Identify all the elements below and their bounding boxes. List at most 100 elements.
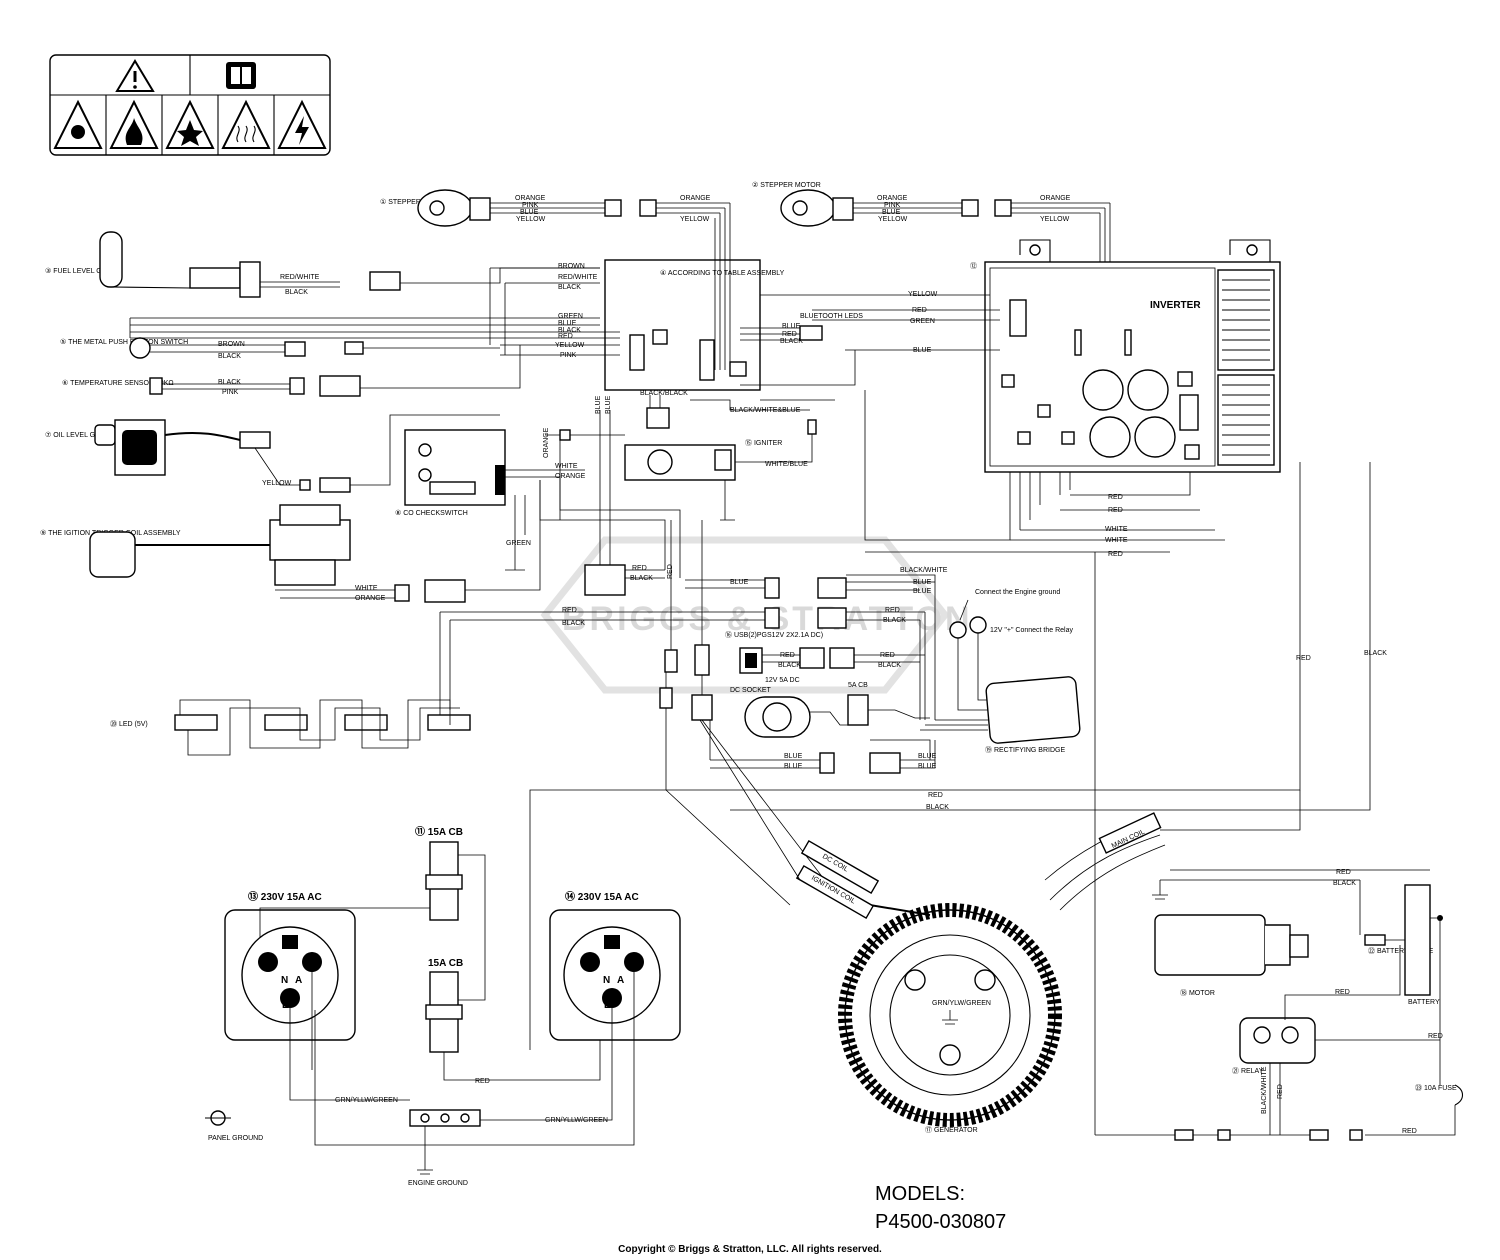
fuel-gauge-label: ③ FUEL LEVEL GAUGE xyxy=(45,267,122,275)
relay-label: ㉑ RELAY xyxy=(1232,1067,1264,1075)
wire-label: YELLOW xyxy=(680,216,710,223)
wire-label: RED xyxy=(632,565,647,572)
wire-label: RED/WHITE xyxy=(280,274,320,281)
co-checkswitch: ⑧ CO CHECKSWITCH WHITE ORANGE GREEN xyxy=(395,429,586,571)
wire-label: YELLOW xyxy=(908,291,938,298)
wire-label: BLUE xyxy=(913,579,932,586)
outlet-230v-1: ⑬ 230V 15A AC N A E xyxy=(224,890,430,1101)
bluetooth-leds: BLUETOOTH LEDS BLUE RED BLACK xyxy=(740,313,863,345)
wire-label: BLACK xyxy=(778,662,801,669)
cb-5a-label: 5A CB xyxy=(848,682,868,689)
wire-label: BLACK xyxy=(558,327,581,334)
wire-label: ORANGE xyxy=(1040,195,1071,202)
oil-gauge-label: ⑦ OIL LEVEL GAUGE xyxy=(45,431,115,439)
wire-label: RED xyxy=(912,307,927,314)
model-number: P4500-030807 xyxy=(875,1211,1006,1233)
stepper-motor-2-label: ② STEPPER MOTOR xyxy=(752,182,821,189)
warning-triangle-icon xyxy=(115,59,155,92)
rectifying-bridge: Connect the Engine ground 12V "+" Connec… xyxy=(870,589,1081,760)
fuse-label: ㉓ 10A FUSE xyxy=(1415,1084,1457,1092)
outlet-1-label: ⑬ 230V 15A AC xyxy=(248,890,322,903)
hot-surface-icon xyxy=(221,99,271,149)
wire-label: BLUE xyxy=(882,209,901,216)
wire-label: BLACK xyxy=(562,620,585,627)
wire-label: BLACK xyxy=(285,289,308,296)
wire-label: BLACK/BLACK xyxy=(640,390,688,397)
wire-label: BLACK/WHITE xyxy=(1261,1066,1268,1114)
wire-label: RED xyxy=(1335,989,1350,996)
relay-note: 12V "+" Connect the Relay xyxy=(990,627,1073,634)
igniter-label: ⑮ IGNITER xyxy=(745,439,782,447)
wire-label: BLACK xyxy=(883,617,906,624)
outlet-2-label: ⑭ 230V 15A AC xyxy=(565,890,639,903)
wire-label: RED xyxy=(1277,1084,1284,1099)
wire-label: RED xyxy=(475,1078,490,1085)
wire-label: BLUE xyxy=(784,753,803,760)
wire-label: PINK xyxy=(222,389,239,396)
wire-label: RED xyxy=(880,652,895,659)
wire-label: BROWN xyxy=(558,263,585,270)
wire-label: GREEN xyxy=(506,540,531,547)
shock-hazard-icon xyxy=(53,99,103,149)
wire-label: YELLOW xyxy=(878,216,908,223)
read-manual-icon xyxy=(226,62,256,89)
wire-label: BLACK xyxy=(926,804,949,811)
wire-label: RED xyxy=(1108,507,1123,514)
wire-label: BLACK xyxy=(1333,880,1356,887)
wire-label: RED xyxy=(1108,551,1123,558)
push-button-label: ⑤ THE METAL PUSH BUTTON SWITCH xyxy=(60,338,188,346)
battery-cable-label: ㉒ BATTERY CABLE xyxy=(1368,947,1434,955)
wire-label: WHITE/BLUE xyxy=(765,461,808,468)
relay: ㉑ RELAY RED BLACK/WHITE RED xyxy=(1232,945,1401,1135)
wire-label: BLACK xyxy=(780,338,803,345)
dc-socket-label: DC SOCKET xyxy=(730,687,772,694)
svg-text:N: N xyxy=(281,975,288,986)
wire-label: BLUE xyxy=(918,763,937,770)
wire-label: BLACK xyxy=(218,353,241,360)
wire-label: BROWN xyxy=(218,341,245,348)
panel-ground-label: PANEL GROUND xyxy=(208,1135,263,1142)
wire-label: BLACK xyxy=(218,379,241,386)
wire-label: ORANGE xyxy=(355,595,386,602)
wire-label: BLUE xyxy=(913,347,932,354)
table-assembly-label: ④ ACCORDING TO TABLE ASSEMBLY xyxy=(660,269,785,277)
wire-label: RED xyxy=(558,333,573,340)
wire-label: PINK xyxy=(884,202,901,209)
electric-shock-icon xyxy=(277,99,327,149)
wire-label: BLACK/WHITE xyxy=(900,567,948,574)
inverter-label: INVERTER xyxy=(1150,300,1201,311)
wire-label: YELLOW xyxy=(516,216,546,223)
wire-label: RED xyxy=(1108,494,1123,501)
blue-connectors: BLUE BLUE BLUE BLUE xyxy=(709,720,937,774)
svg-text:A: A xyxy=(295,975,302,986)
fuse: ㉓ 10A FUSE RED xyxy=(1094,552,1464,1141)
oil-level-gauge: ⑦ OIL LEVEL GAUGE YELLOW xyxy=(45,414,500,493)
cb-15a-bottom-label: 15A CB xyxy=(428,958,463,969)
battery-label: BATTERY xyxy=(1408,999,1440,1006)
wire-label: ORANGE xyxy=(555,473,586,480)
usb-socket: ⑯ USB(2)PGS12V 2X2.1A DC) RED BLACK RED … xyxy=(725,612,926,720)
wire-label: RED xyxy=(667,564,674,579)
wire-label: RED xyxy=(1402,1128,1417,1135)
wire-label: BLUE xyxy=(595,395,602,414)
wire-label: RED xyxy=(1296,655,1311,662)
generator-label: ⑰ GENERATOR xyxy=(925,1126,978,1134)
models-label: MODELS: xyxy=(875,1183,965,1205)
wire-label: BLUE xyxy=(918,753,937,760)
wire-label: PINK xyxy=(522,202,539,209)
temperature-sensor: ⑥ TEMPERATURE SENSOR/10KΩ BLACK PINK xyxy=(62,345,521,397)
wire-label: BLUE xyxy=(913,588,932,595)
wire-label: RED xyxy=(1336,869,1351,876)
motor-label: ⑱ MOTOR xyxy=(1180,989,1215,997)
wire-label: RED xyxy=(782,331,797,338)
led-label: ⑳ LED (5V) xyxy=(110,720,148,728)
engine-ground-label: ENGINE GROUND xyxy=(408,1180,468,1187)
wire-label: BLUE xyxy=(605,395,612,414)
fuel-level-gauge: ③ FUEL LEVEL GAUGE RED/WHITE BLACK xyxy=(45,231,600,298)
copyright: Copyright © Briggs & Stratton, LLC. All … xyxy=(618,1244,882,1255)
temp-sensor-label: ⑥ TEMPERATURE SENSOR/10KΩ xyxy=(62,379,174,387)
gen-ground-label: GRN/YLW/GREEN xyxy=(932,1000,991,1007)
engine-ground-note: Connect the Engine ground xyxy=(975,589,1060,596)
bluetooth-label: BLUETOOTH LEDS xyxy=(800,313,863,320)
